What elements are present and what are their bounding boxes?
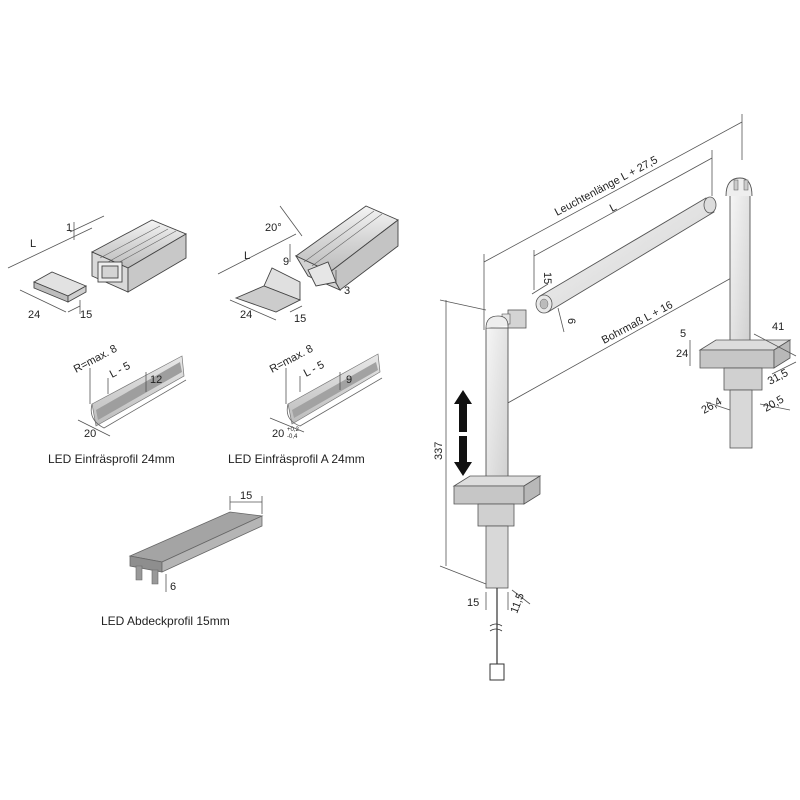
post-width-label: 15 [467, 597, 479, 609]
socket-depth-label: 20,5 [762, 393, 787, 414]
plate-depth-label: 31,5 [766, 367, 791, 388]
profile-a-width-label: 24 [240, 309, 252, 321]
groove-a-length-label: L - 5 [302, 359, 327, 380]
groove-a-24-drawing [269, 353, 383, 433]
caption-cover-15: LED Abdeckprofil 15mm [101, 614, 230, 628]
profile-a-length-label: L [244, 250, 250, 262]
lamp-tube-diameter-label: 6 [565, 318, 577, 324]
profile-24-depth-label: 15 [80, 309, 92, 321]
post-depth-label: 11,5 [509, 592, 527, 615]
lamp-assembly-drawing [439, 114, 797, 681]
profile-a-lip-label: 3 [344, 285, 350, 297]
groove-24-drawing [77, 355, 187, 437]
groove-24-width-label: 20 [84, 428, 96, 440]
profile-24-length-label: L [30, 238, 36, 250]
profile-24-height-label: 1 [66, 222, 72, 234]
plate-width-label: 41 [772, 321, 784, 333]
caption-profile-24: LED Einfräsprofil 24mm [48, 452, 175, 466]
plate-height-label: 24 [676, 348, 688, 360]
cover-15-drawing [128, 496, 264, 592]
profile-24-drawing [7, 215, 188, 314]
profile-a-angle-label: 20° [265, 222, 282, 234]
cover-height-label: 6 [170, 581, 176, 593]
bore-distance-label: Bohrmaß L + 16 [600, 299, 675, 347]
profile-a-depth-label: 15 [294, 313, 306, 325]
profile-a-height-label: 9 [283, 256, 289, 268]
lamp-length-label: L [608, 201, 619, 214]
lamp-total-length-label: Leuchtenlänge L + 27,5 [553, 154, 660, 219]
lamp-tube-height-label: 15 [541, 272, 553, 284]
cover-width-label: 15 [240, 490, 252, 502]
caption-profile-a-24: LED Einfräsprofil A 24mm [228, 452, 365, 466]
groove-a-tolerance-minus: -0,4 [287, 434, 298, 440]
post-height-label: 337 [433, 442, 445, 460]
profile-24-width-label: 24 [28, 309, 40, 321]
groove-a-width-label: 20 [272, 428, 284, 440]
profile-a-24-drawing [217, 205, 399, 321]
groove-a-tolerance-plus: +0,2 [287, 427, 300, 433]
groove-24-length-label: L - 5 [108, 360, 133, 381]
groove-a-depth-label: 9 [346, 374, 352, 386]
socket-width-label: 26,4 [700, 395, 725, 416]
plate-thickness-label: 5 [680, 328, 686, 340]
groove-24-depth-label: 12 [150, 374, 162, 386]
